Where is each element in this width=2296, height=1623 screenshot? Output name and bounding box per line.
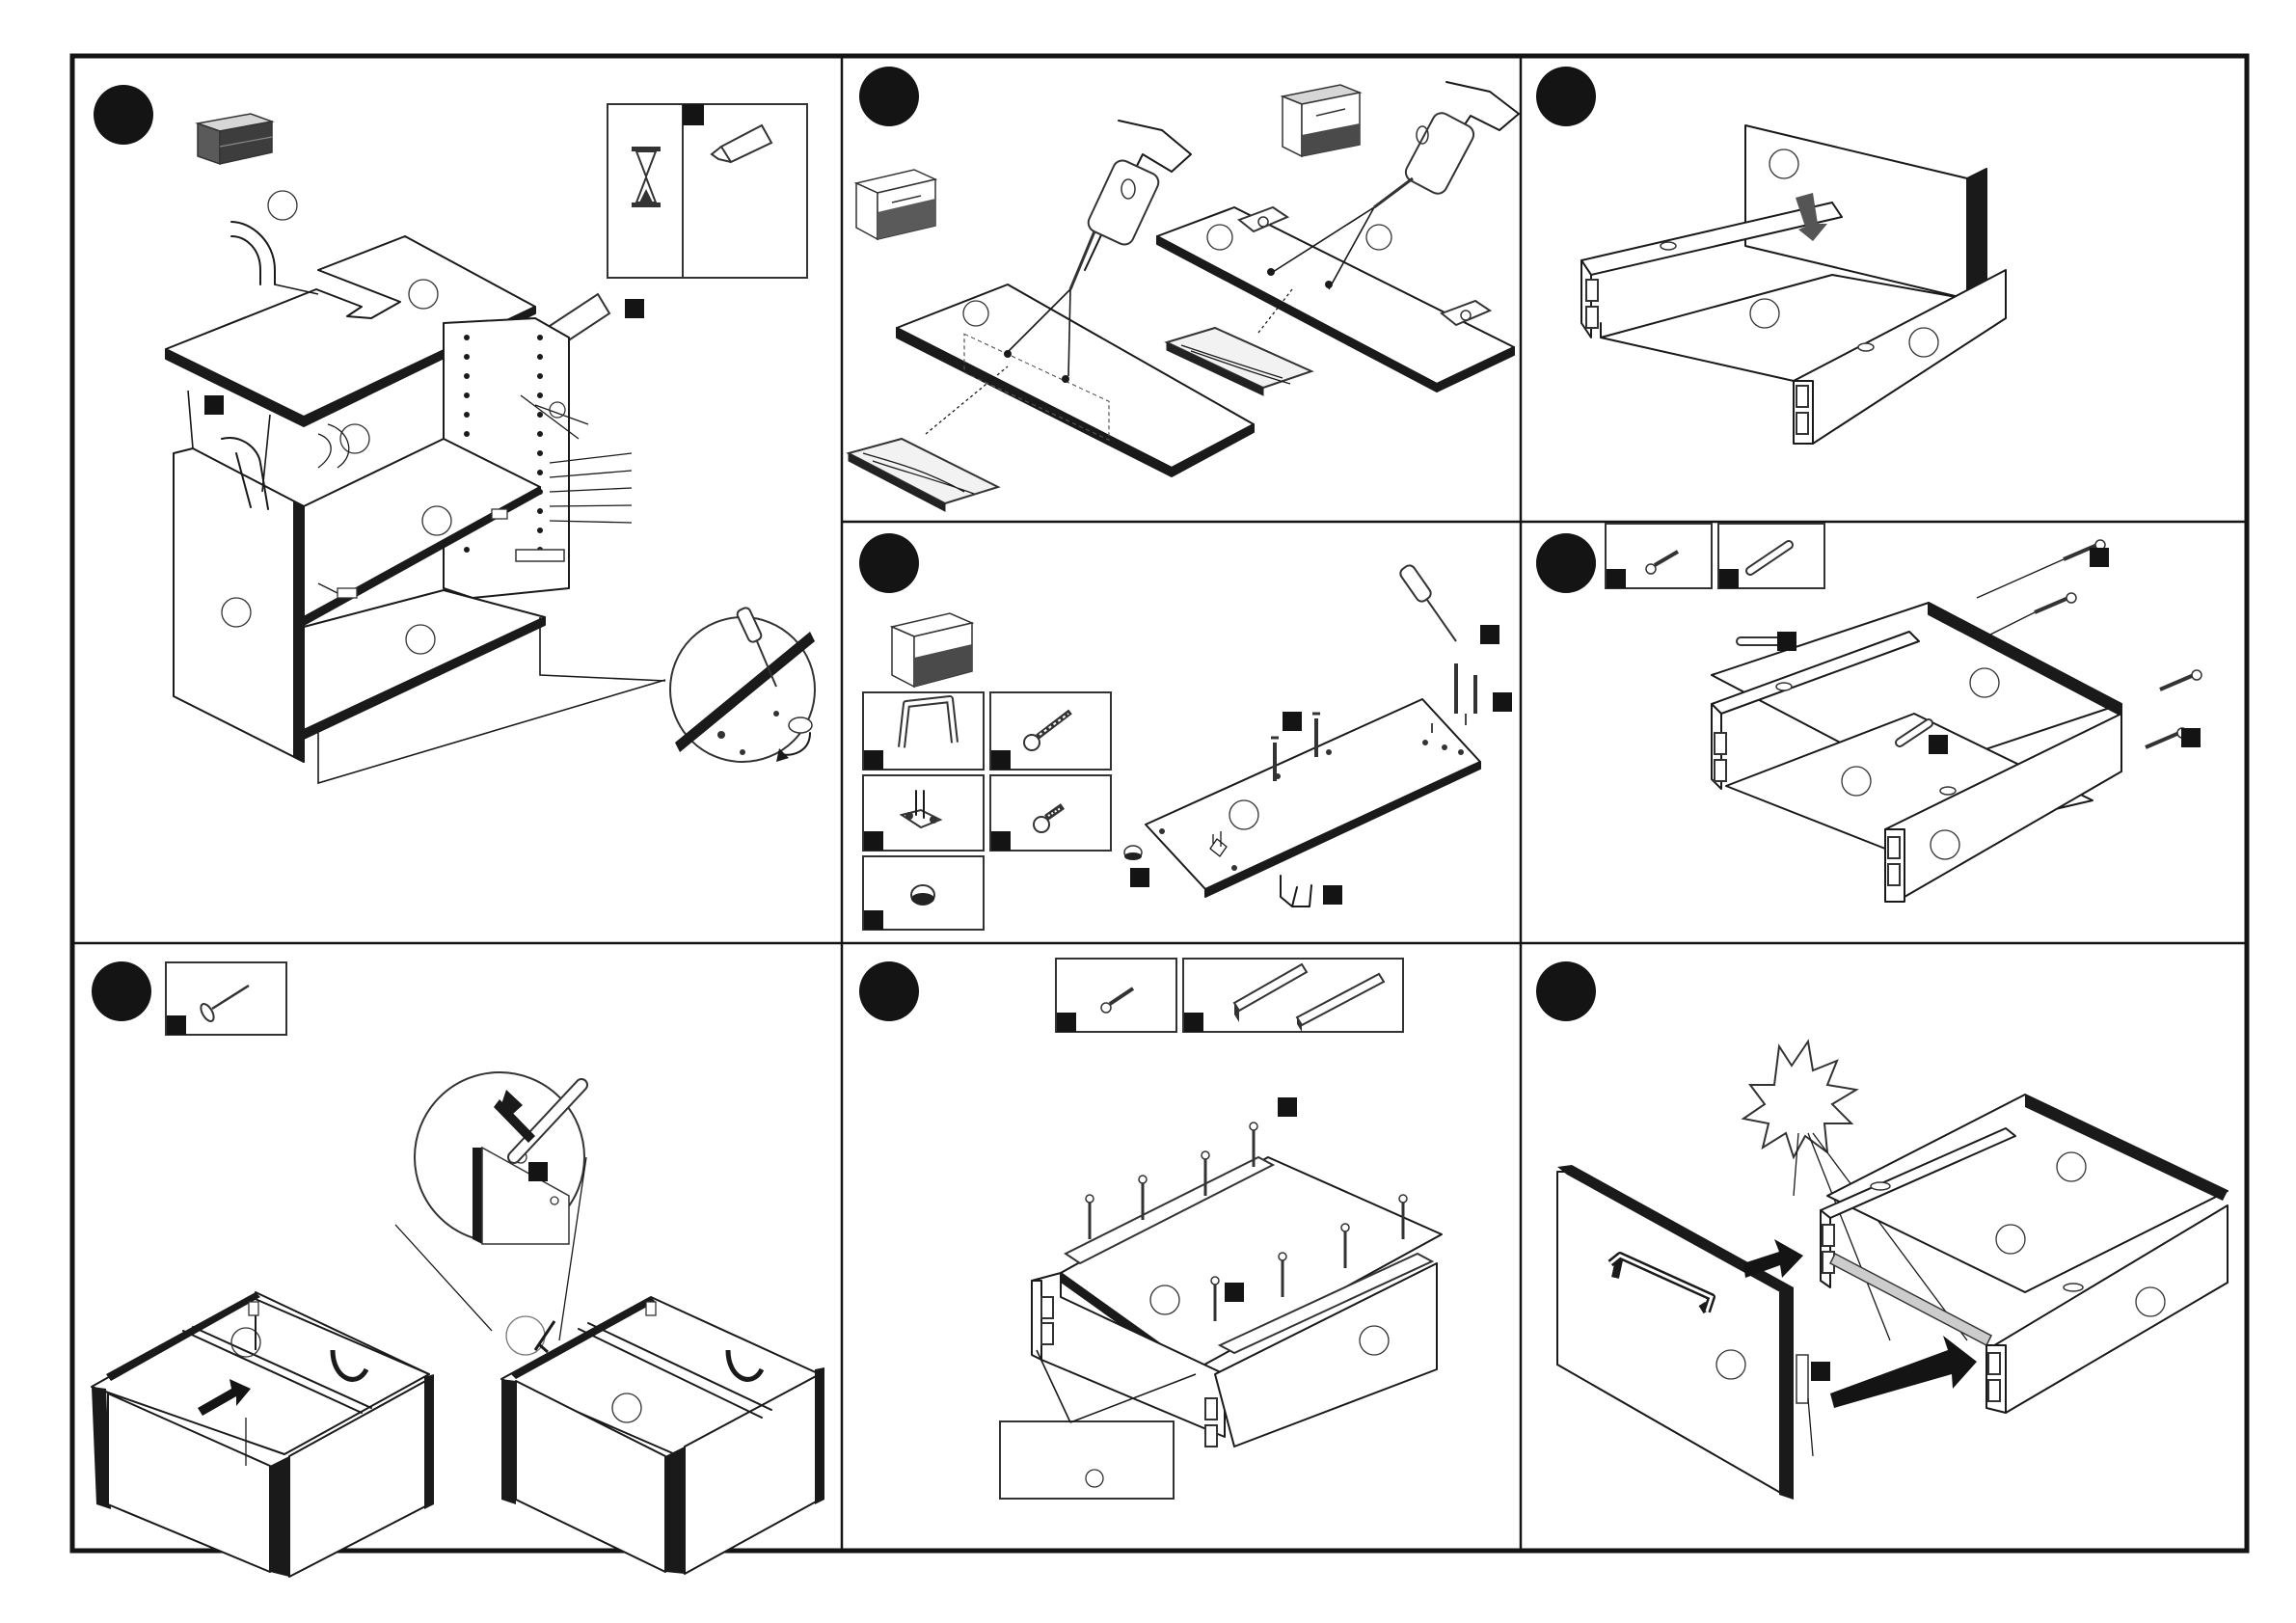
step-4-panel xyxy=(863,563,1512,930)
step-badge-7 xyxy=(859,961,919,1021)
hardware-box-bumper xyxy=(863,856,984,930)
hardware-box-dowel xyxy=(1718,524,1824,588)
left-side-panel xyxy=(174,391,304,762)
push-arrow-icon xyxy=(1743,1239,1803,1278)
cabinet-thumbnail xyxy=(892,613,972,687)
curing-time-box xyxy=(608,104,807,278)
hardware-box-nail xyxy=(166,962,286,1035)
step-6-panel xyxy=(92,962,824,1577)
step-7-panel xyxy=(1000,959,1442,1499)
detail-magnifier xyxy=(670,607,815,762)
cabinet-thumbnail xyxy=(1283,85,1360,156)
drawer-body xyxy=(1000,1097,1442,1499)
hardware-box-handle xyxy=(863,692,984,770)
door-panel xyxy=(1124,625,1512,906)
step-badge-6 xyxy=(92,961,151,1021)
step-badge-2 xyxy=(859,67,919,126)
hardware-box-bracket xyxy=(863,775,984,851)
drawer-box xyxy=(1712,540,2201,902)
step-badge-1 xyxy=(94,85,153,145)
drawer-front-panel xyxy=(1557,1165,1830,1500)
step-badge-8 xyxy=(1536,961,1596,1021)
wood-grain-icon xyxy=(849,366,1008,511)
push-arrow-icon xyxy=(1830,1336,1977,1408)
step-8-panel xyxy=(1557,1041,2228,1500)
cabinet-carcass-right xyxy=(501,1297,824,1574)
hardware-box-small-screw xyxy=(1606,524,1712,588)
step-5-panel xyxy=(1606,524,2201,902)
bumper-icon xyxy=(911,885,934,905)
screwdriver-icon xyxy=(1398,563,1456,641)
detail-magnifier xyxy=(395,1072,586,1340)
drawer-box xyxy=(1821,1095,2228,1413)
door-panel-left xyxy=(897,284,1254,476)
step-1-panel xyxy=(166,104,815,783)
cabinet-thumbnail xyxy=(198,114,272,164)
hardware-box-long-screw xyxy=(990,692,1111,770)
sink-pipe-icon xyxy=(231,222,318,294)
step-badge-5 xyxy=(1536,533,1596,593)
step-badge-4 xyxy=(859,533,919,593)
step-badge-3 xyxy=(1536,67,1596,126)
cabinet-carcass-left xyxy=(92,1292,434,1577)
step-2-panel xyxy=(849,82,1519,511)
bottom-shelf xyxy=(304,590,665,783)
hardware-box-short-screw xyxy=(990,775,1111,851)
drawer-frame-icon xyxy=(1581,125,2006,444)
step-3-panel xyxy=(1581,125,2006,444)
hardware-box-runners xyxy=(1183,959,1403,1032)
cabinet-thumbnail xyxy=(856,170,935,239)
hardware-box-small-screw xyxy=(1056,959,1176,1032)
